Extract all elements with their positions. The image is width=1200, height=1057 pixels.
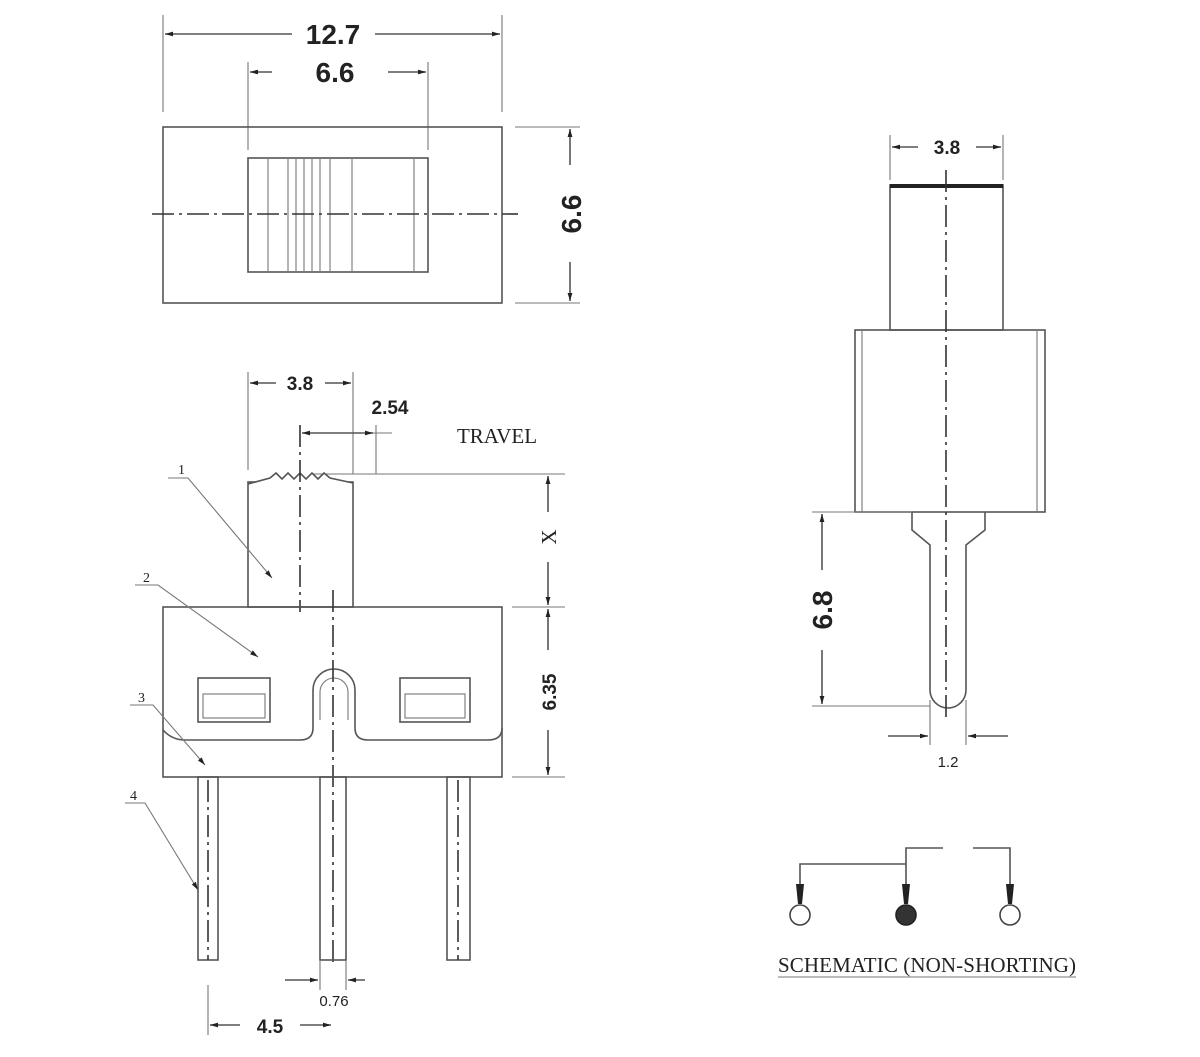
- dim-end-actuator-width: 3.8: [934, 138, 960, 159]
- dim-pin-length: 6.8: [807, 591, 838, 630]
- schematic-title: SCHEMATIC (NON-SHORTING): [778, 953, 1076, 977]
- callout-3: 3: [138, 691, 145, 706]
- dim-travel: 2.54: [372, 398, 409, 419]
- end-view: 3.8 6.8 1.2: [807, 135, 1046, 771]
- dim-actuator-height: X: [537, 529, 561, 544]
- terminal-right: [999, 904, 1021, 926]
- terminal-left: [789, 904, 811, 926]
- dim-body-height: 6.35: [540, 673, 561, 710]
- dim-pin-pitch: 4.5: [257, 1017, 284, 1038]
- terminal-common: [895, 904, 917, 926]
- callout-4: 4: [130, 789, 137, 804]
- dim-pin-width: 0.76: [319, 993, 348, 1010]
- side-view: 3.8 2.54 TRAVEL X 6.35 1 2: [125, 372, 565, 1038]
- schematic: SCHEMATIC (NON-SHORTING): [778, 847, 1076, 978]
- callout-1: 1: [178, 463, 185, 478]
- dim-pin-thickness: 1.2: [938, 754, 959, 771]
- callout-2: 2: [143, 571, 150, 586]
- dim-slider-width: 6.6: [316, 57, 355, 88]
- dim-overall-width: 12.7: [306, 19, 361, 50]
- travel-label: TRAVEL: [457, 424, 537, 448]
- dim-actuator-width: 3.8: [287, 374, 313, 395]
- top-view: 12.7 6.6 6.6: [152, 15, 587, 304]
- dim-height: 6.6: [556, 195, 587, 234]
